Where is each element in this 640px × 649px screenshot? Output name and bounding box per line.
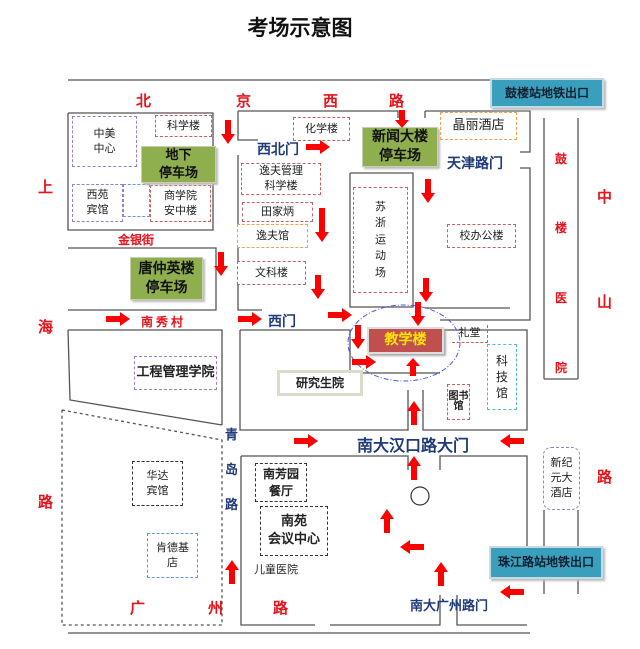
- jingli-hotel: 晶丽酒店: [440, 112, 517, 140]
- arrow-down-icon: [351, 325, 365, 349]
- gulou-hospital-1: 鼓: [555, 152, 571, 166]
- xiyuan-hotel: 西苑 宾馆: [72, 184, 123, 222]
- library: 图书馆: [447, 384, 470, 420]
- science-tech-hall: 科 技 馆: [487, 344, 517, 410]
- arrow-down-icon: [221, 120, 235, 144]
- arrow-up-icon: [434, 562, 448, 586]
- children-hospital: 儿童医院: [254, 563, 298, 576]
- road-south-1: 广: [130, 599, 146, 617]
- arrow-right-icon: [328, 308, 352, 322]
- science-building: 科学楼: [155, 115, 212, 137]
- arrow-left-icon: [500, 434, 524, 448]
- arrow-down-icon: [411, 302, 425, 326]
- road-east-3: 路: [597, 468, 613, 486]
- gulou-hospital-4: 院: [555, 361, 571, 375]
- road-north-4: 路: [389, 92, 405, 110]
- arrow-right-icon: [352, 355, 376, 369]
- arrow-right-icon: [306, 140, 330, 154]
- page-title: 考场示意图: [247, 16, 353, 40]
- nanxiu-village: 南秀村: [141, 315, 187, 329]
- arrow-down-icon: [311, 275, 325, 299]
- road-north-3: 西: [323, 92, 339, 110]
- gulou-hospital-2: 楼: [555, 221, 571, 235]
- road-south-3: 路: [273, 599, 289, 617]
- road-east-1: 中: [597, 188, 613, 206]
- tangzhongying-parking: 唐仲英楼 停车场: [130, 257, 203, 300]
- arrow-right-icon: [106, 312, 130, 326]
- gulou-hospital-3: 医: [555, 291, 571, 305]
- arrow-down-icon: [315, 208, 329, 242]
- arrow-left-icon: [400, 540, 424, 554]
- liberal-arts-building: 文科楼: [237, 261, 306, 285]
- suzhe-sports-field: 苏 浙 运 动 场: [353, 187, 408, 293]
- northwest-gate: 西北门: [257, 142, 299, 158]
- road-north-2: 京: [236, 92, 252, 110]
- qingdao-road-2: 岛: [225, 463, 239, 478]
- chemistry-building: 化学楼: [293, 117, 350, 141]
- zhongmei-center: 中美 中心: [72, 116, 137, 167]
- yifu-hall: 逸夫馆: [237, 224, 308, 248]
- road-south-2: 州: [208, 599, 224, 617]
- zhujiang-metro-exit: 珠江路站地铁出口: [489, 546, 603, 579]
- underground-parking: 地下 停车场: [141, 146, 216, 183]
- xinjiyuan-hotel: 新纪 元大 酒店: [543, 447, 580, 510]
- teaching-building-target: 教学楼: [367, 327, 444, 354]
- arrow-up-icon: [407, 456, 421, 480]
- tianjiabing-building: 田家炳: [242, 202, 313, 222]
- arrow-down-icon: [395, 110, 409, 128]
- hankou-road-main-gate: 南大汉口路大门: [357, 436, 470, 455]
- arrow-down-icon: [421, 179, 435, 203]
- engineering-management-school: 工程管理学院: [134, 356, 217, 390]
- road-west-2: 海: [38, 318, 54, 336]
- jinyin-street: 金银街: [118, 233, 155, 247]
- xinwen-parking: 新闻大楼 停车场: [362, 127, 438, 167]
- nanyuan-conference-center: 南苑 会议中心: [260, 506, 328, 556]
- arrow-down-icon: [419, 278, 433, 302]
- admin-building: 校办公楼: [447, 224, 516, 248]
- arrow-right-icon: [294, 434, 318, 448]
- yifu-management-building: 逸夫管理 科学楼: [241, 163, 321, 195]
- arrow-up-icon: [225, 560, 239, 584]
- gulou-metro-exit: 鼓楼站地铁出口: [490, 78, 604, 108]
- graduate-school: 研究生院: [277, 370, 363, 396]
- road-west-1: 上: [38, 178, 54, 196]
- target-highlight-ellipse: [347, 304, 461, 382]
- qingdao-road-1: 青: [225, 428, 239, 443]
- road-north-1: 北: [136, 92, 152, 110]
- tianjin-road-gate: 天津路门: [447, 156, 503, 172]
- nanfangyuan-restaurant: 南芳园 餐厅: [255, 463, 307, 502]
- arrow-up-icon: [406, 358, 420, 376]
- road-west-3: 路: [38, 493, 54, 511]
- arrow-up-icon: [407, 401, 421, 425]
- kfc-store: 肯德基 店: [147, 533, 198, 578]
- business-school-anzhong: 商学院 安中楼: [150, 185, 211, 222]
- road-east-2: 山: [597, 293, 613, 311]
- guangzhou-road-gate: 南大广州路门: [410, 599, 489, 614]
- auditorium: 礼堂: [452, 325, 488, 343]
- arrow-right-icon: [238, 312, 262, 326]
- roundabout-circle: [410, 486, 430, 506]
- arrow-up-icon: [380, 509, 394, 533]
- qingdao-road-3: 路: [225, 498, 239, 513]
- huada-hotel: 华达 宾馆: [132, 461, 183, 506]
- unnamed-building: [123, 184, 150, 217]
- west-gate: 西门: [268, 314, 296, 330]
- arrow-left-icon: [500, 585, 524, 599]
- arrow-down-icon: [214, 252, 228, 276]
